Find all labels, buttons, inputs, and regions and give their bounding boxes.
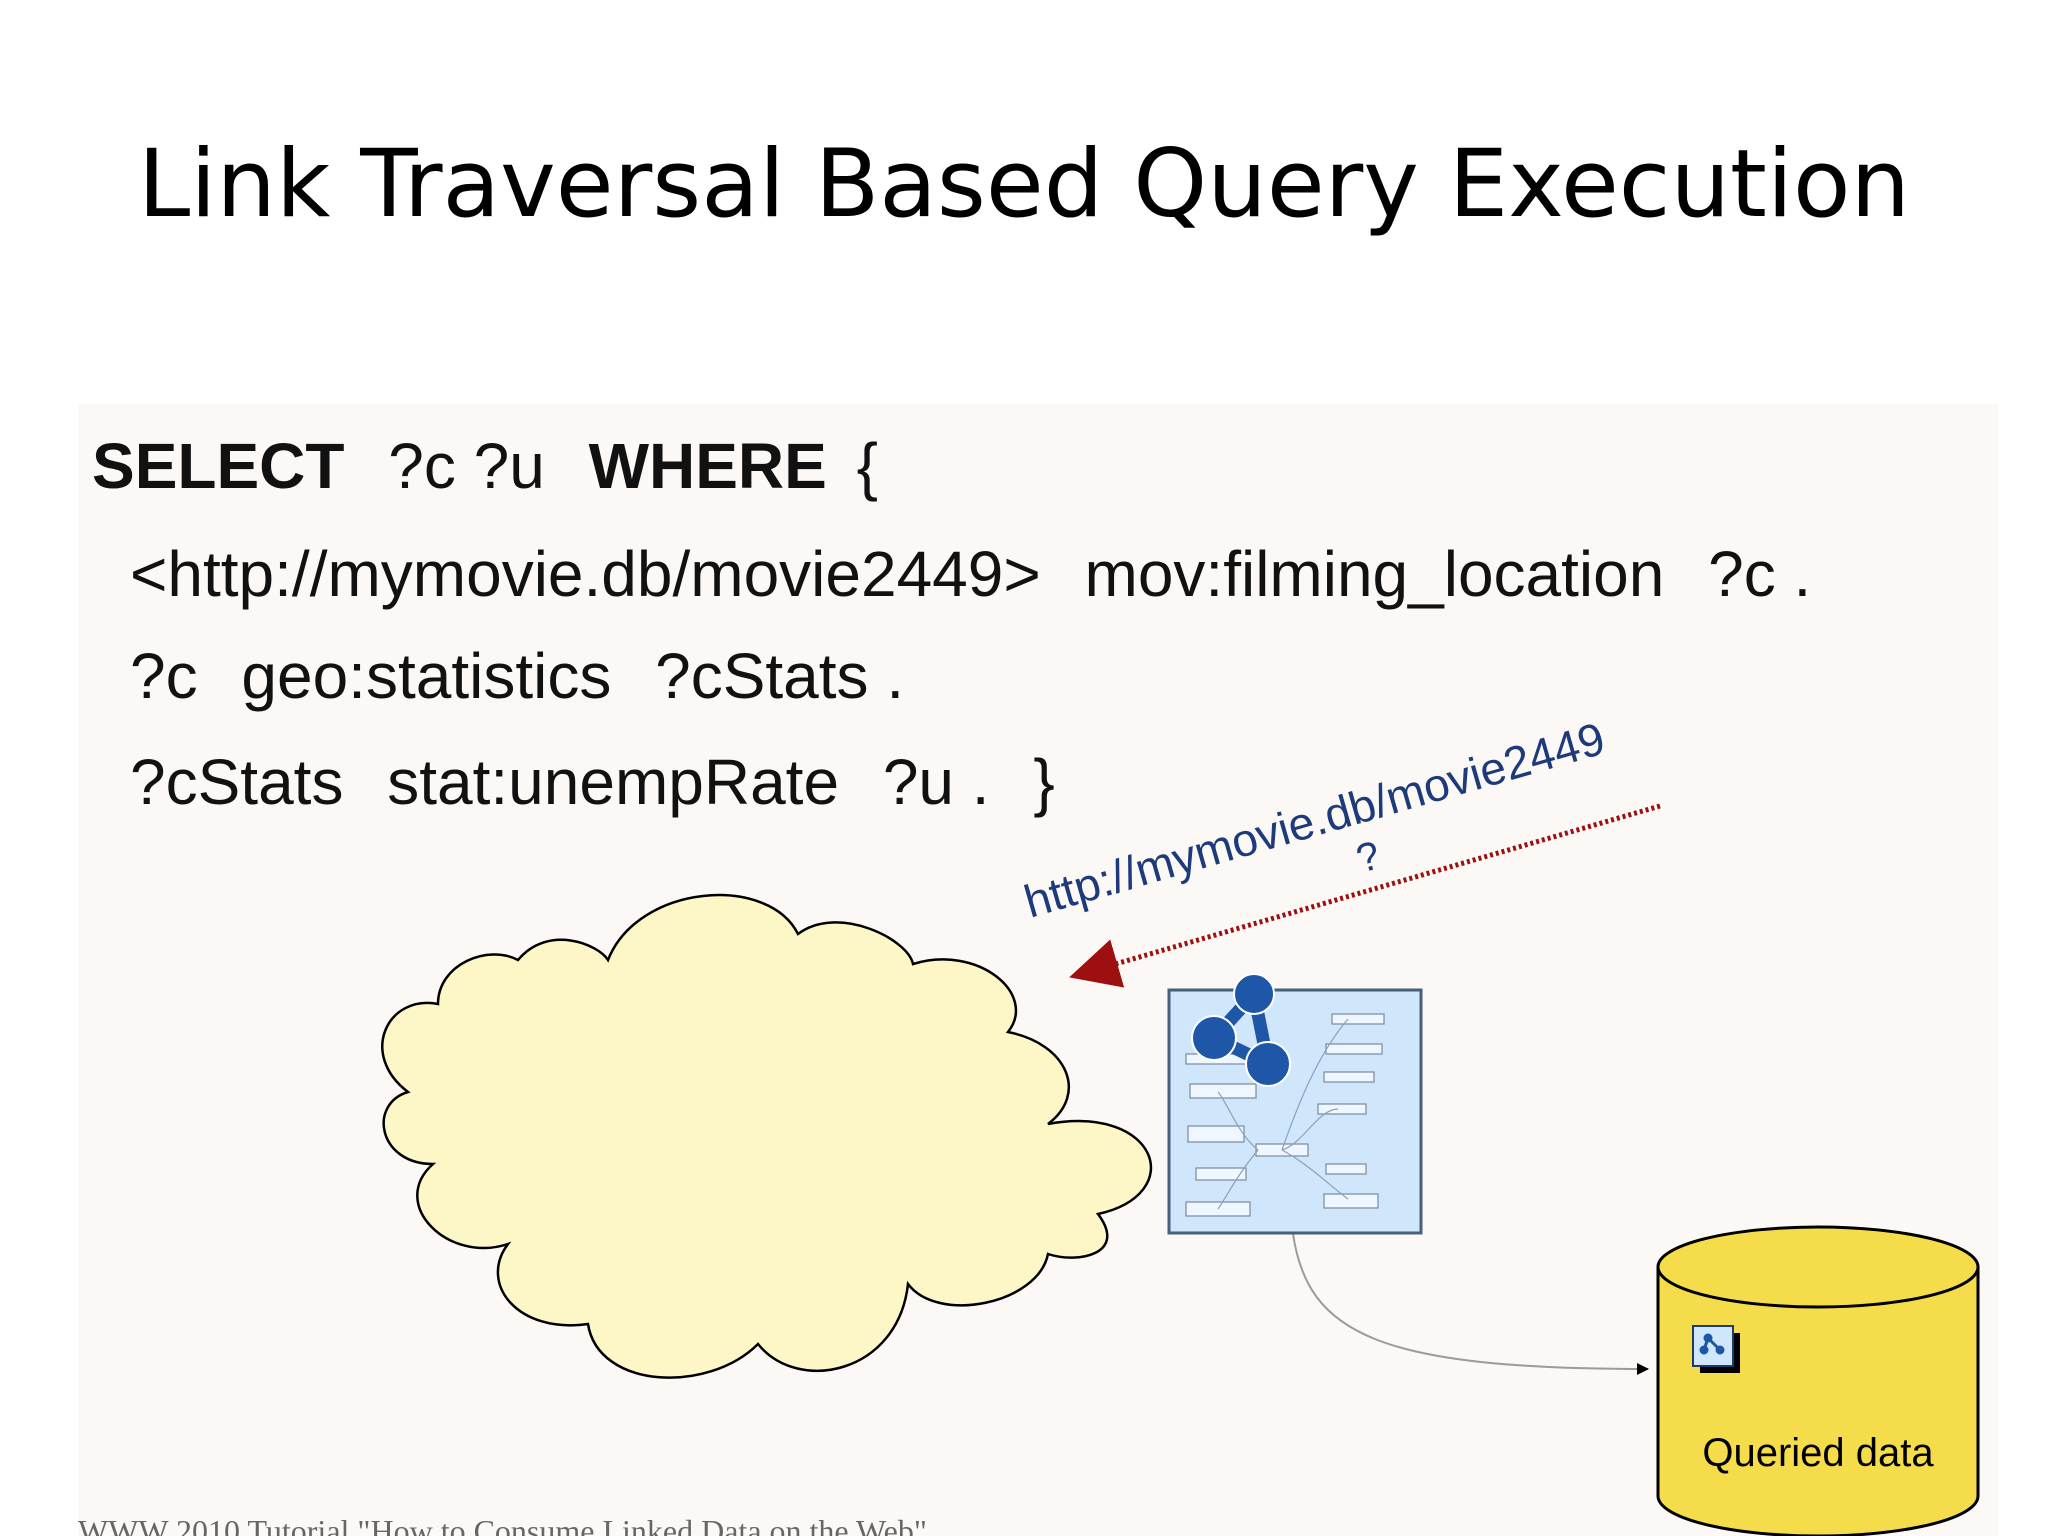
diagram-panel: SELECT ?c ?u WHERE { <http://mymovie.db/… [78,404,1998,1536]
select-keyword: SELECT [92,430,344,502]
line3-subject: ?cStats [130,746,343,818]
line2-predicate: geo:statistics [241,640,611,712]
query-line-1: <http://mymovie.db/movie2449> mov:filmin… [130,538,1811,610]
line2-subject: ?c [130,640,198,712]
line1-subject: <http://mymovie.db/movie2449> [130,538,1041,610]
lookup-question: ? [1352,833,1386,881]
query-line-2: ?c geo:statistics ?cStats . [130,640,904,712]
query-line-3: ?cStats stat:unempRate ?u . } [130,746,1055,818]
footer-citation: WWW 2010 Tutorial "How to Consume Linked… [78,1513,927,1536]
line3-predicate: stat:unempRate [387,746,839,818]
close-brace: } [1033,746,1054,818]
result-connector [1292,1233,1649,1375]
sparql-query: SELECT ?c ?u WHERE { <http://mymovie.db/… [92,430,1811,818]
where-keyword: WHERE [589,430,827,502]
line1-object: ?c . [1708,538,1811,610]
line3-object: ?u . [883,746,990,818]
diagram-canvas: SELECT ?c ?u WHERE { <http://mymovie.db/… [78,430,1980,1536]
open-brace: { [857,430,878,502]
rdf-graph-icon [1191,973,1291,1087]
svg-text:SELECT ?c ?u W: SELECT ?c ?u WHERE { [92,430,878,502]
database-icon: Queried data [1656,1225,1980,1536]
slide-title: Link Traversal Based Query Execution [137,130,1911,239]
lookup-uri: http://mymovie.db/movie2449 [1018,712,1610,928]
cloud-shape [381,893,1153,1379]
database-label: Queried data [1702,1431,1934,1475]
line1-predicate: mov:filming_location [1085,538,1665,610]
line2-object: ?cStats . [655,640,904,712]
select-vars: ?c ?u [388,430,545,502]
